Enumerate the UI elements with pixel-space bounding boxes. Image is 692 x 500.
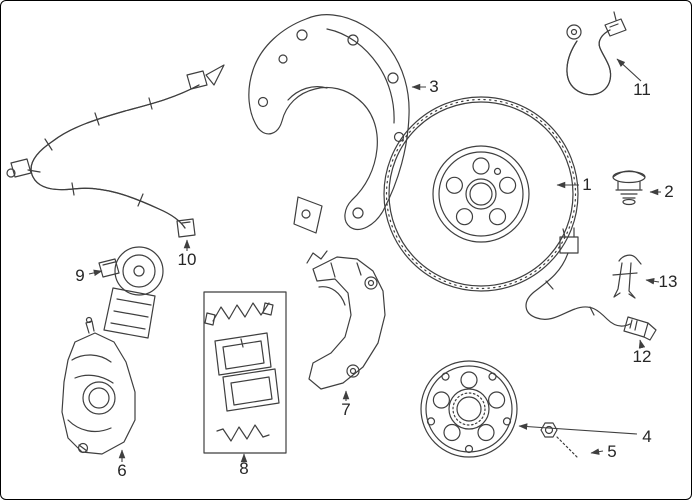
callout-label-13: 13 (658, 272, 678, 291)
callout-label-11: 11 (633, 80, 651, 99)
callout-label-10: 10 (177, 250, 197, 269)
parking-brake-actuator-drawing (98, 246, 164, 339)
hub-bolt-drawing (540, 422, 578, 458)
callout-label-3: 3 (429, 77, 439, 96)
callout-label-6: 6 (117, 461, 127, 480)
wheel-hub-drawing (420, 360, 518, 458)
callout-leader-lines (88, 58, 661, 463)
callout-label-9: 9 (75, 266, 85, 285)
abs-speed-sensor-drawing (525, 227, 657, 341)
callout-label-7: 7 (341, 400, 351, 419)
splash-shield-drawing (248, 14, 410, 234)
wear-sensor-cable-drawing (6, 64, 225, 238)
brake-hose-drawing (566, 11, 627, 96)
caliper-carrier-drawing (306, 250, 386, 390)
callout-label-1: 1 (582, 175, 592, 194)
plug-drawing (612, 170, 646, 206)
callout-label-4: 4 (642, 427, 652, 446)
brake-caliper-drawing (61, 316, 136, 455)
callout-label-5: 5 (607, 442, 617, 461)
callout-label-2: 2 (664, 182, 674, 201)
callout-label-8: 8 (239, 459, 249, 478)
callout-label-12: 12 (632, 347, 652, 366)
brake-disc-drawing (383, 96, 579, 292)
retaining-clip-drawing (612, 254, 642, 299)
brake-pad-set-drawing (203, 291, 287, 454)
